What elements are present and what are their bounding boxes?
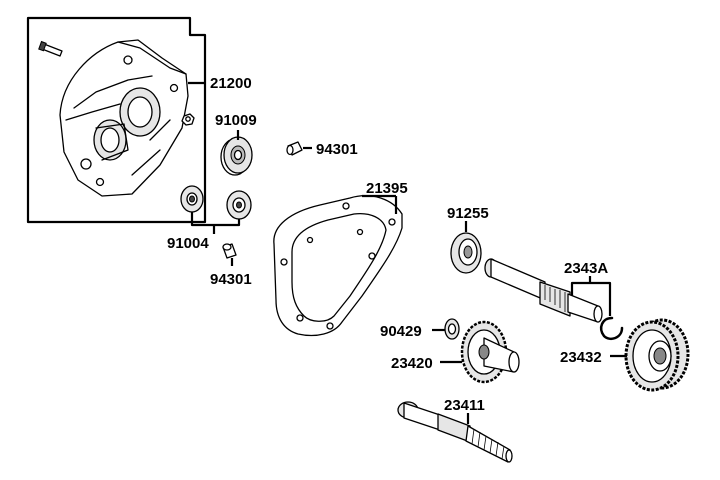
part-number-23411: 23411 <box>444 397 485 414</box>
gear-23420 <box>460 320 520 384</box>
housing-nut <box>181 113 195 126</box>
bearing-91004-right <box>226 190 252 220</box>
housing-screw <box>38 40 63 57</box>
dowel-pin-bottom <box>222 243 237 259</box>
gasket-21395 <box>273 195 403 337</box>
washer-90429 <box>444 318 460 340</box>
part-number-91004: 91004 <box>167 235 209 252</box>
part-number-21200: 21200 <box>210 75 252 92</box>
part-number-21395: 21395 <box>366 180 408 197</box>
gear-23432 <box>624 318 690 392</box>
part-number-91255: 91255 <box>447 205 489 222</box>
bearing-91004-left <box>180 185 204 213</box>
part-number-94301-bottom: 94301 <box>210 271 252 288</box>
housing-group-box <box>26 16 207 224</box>
circlip-2343A <box>600 316 624 340</box>
oil-seal-91255 <box>450 232 482 274</box>
transmission-housing <box>59 39 189 197</box>
dowel-pin-top <box>286 141 303 156</box>
part-number-23432: 23432 <box>560 349 602 366</box>
output-shaft-23411 <box>397 401 513 463</box>
part-number-2343A: 2343A <box>564 260 608 277</box>
drive-shaft <box>484 258 603 323</box>
part-number-23420: 23420 <box>391 355 433 372</box>
part-number-94301-top: 94301 <box>316 141 358 158</box>
bearing-91009 <box>220 136 253 176</box>
part-number-90429: 90429 <box>380 323 422 340</box>
part-number-91009: 91009 <box>215 112 257 129</box>
